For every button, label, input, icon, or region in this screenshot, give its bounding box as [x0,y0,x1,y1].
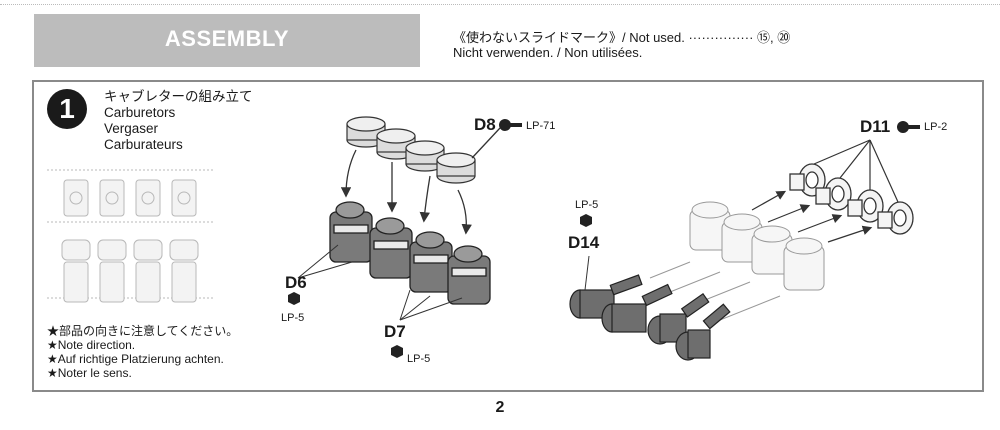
d7-paint-code: LP-5 [407,353,431,365]
carburetor-bodies [329,201,491,305]
d6-paint-code: LP-5 [281,312,305,324]
not-used-line-1: 《使わないスライドマーク》/ Not used. ···············… [453,30,791,45]
d14-label: D14 [568,233,600,252]
d6-d7-leader-lines [297,244,463,321]
section-header-bar: ASSEMBLY [34,14,420,67]
d14-parts [569,274,731,361]
d11-arrows [751,139,899,243]
d11-parts [789,163,914,235]
engine-carburetor-bank [649,201,825,321]
d8-arrows [340,127,501,235]
step-title-de: Vergaser [104,121,159,136]
step-panel [32,80,984,392]
step-title-en: Carburetors [104,105,176,120]
d14-paint-code: LP-5 [575,199,599,211]
d11-paint-code: LP-2 [924,121,948,133]
reference-bottom-row [61,239,199,303]
note-ja: ★部品の向きに注意してください。 [47,324,239,338]
d11-label: D11 [860,117,891,136]
section-title: ASSEMBLY [164,26,290,51]
step-number-badge: 1 [47,89,87,129]
step-title: キャブレターの組み立て Carburetors Vergaser Carbura… [104,89,253,153]
step-title-fr: Carburateurs [104,137,183,152]
orientation-reference-diagram [47,169,215,303]
reference-top-row [63,179,197,217]
d8-paint-code: LP-71 [526,120,556,132]
not-used-line-2: Nicht verwenden. / Non utilisées. [453,45,643,60]
top-dotted-rule [0,4,1000,5]
note-en: ★Note direction. [47,338,136,352]
d8-label: D8 [474,115,496,134]
d14-leader [584,255,590,291]
paint-markers [288,119,920,358]
page-number: 2 [495,399,505,416]
not-used-note: 《使わないスライドマーク》/ Not used. ···············… [453,30,790,60]
notes-block: ★部品の向きに注意してください。 ★Note direction. ★Auf r… [47,324,238,380]
note-de: ★Auf richtige Platzierung achten. [47,352,224,366]
step-title-ja: キャブレターの組み立て [104,89,253,104]
d6-label: D6 [285,273,307,292]
note-fr: ★Noter le sens. [47,366,132,380]
d8-caps [346,116,476,184]
d7-label: D7 [384,322,406,341]
